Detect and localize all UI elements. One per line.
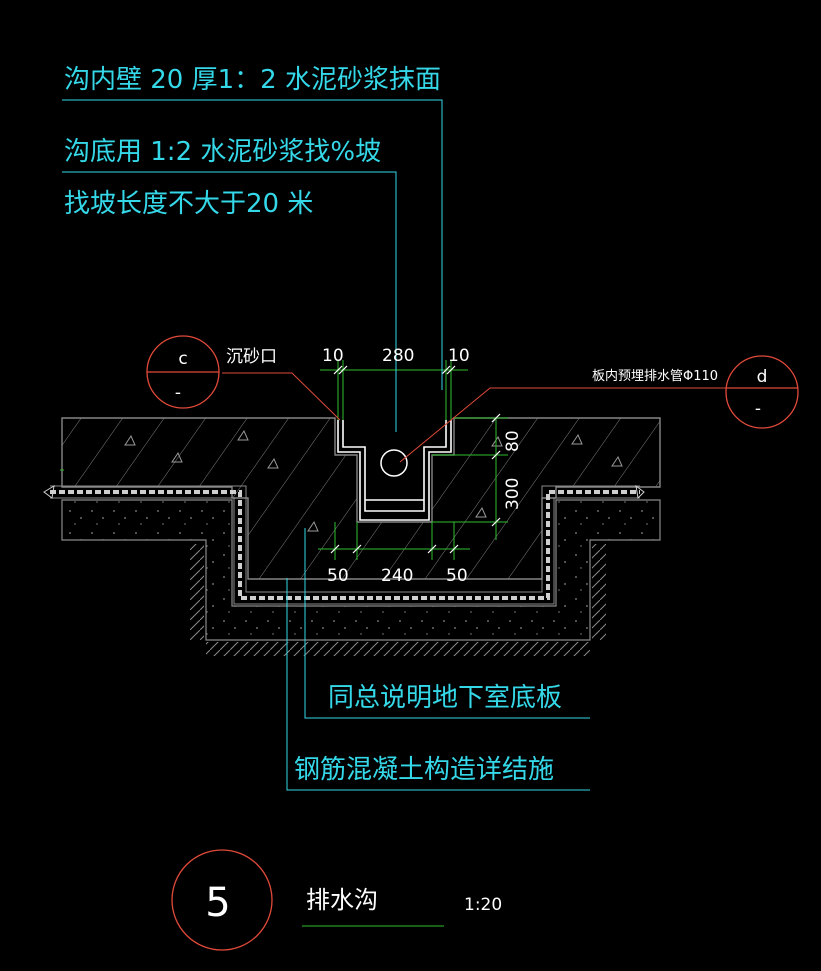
note-slab-ref: 同总说明地下室底板 [328,683,562,713]
dim-top-left: 10 [322,346,344,366]
earth-hatch [62,539,660,656]
dimension-lines [60,360,508,560]
note-bottom-finish: 沟底用 1:2 水泥砂浆找%坡 [64,137,381,167]
note-slope-length: 找坡长度不大于20 米 [64,189,313,219]
waterproof-layer [43,484,645,605]
note-wall-finish: 沟内壁 20 厚1：2 水泥砂浆抹面 [64,65,441,95]
concrete-slab [61,417,661,580]
callout-leaders [222,372,726,463]
section-callout-left: c - [146,335,220,409]
dim-bottom-left: 50 [327,566,349,586]
dim-top-mid: 280 [382,346,414,366]
dim-bottom-right: 50 [446,566,468,586]
dim-bottom-mid: 240 [381,566,413,586]
callout-left-top: c [178,349,187,369]
detail-number: 5 [205,880,230,926]
trench-lining [337,420,452,521]
callout-left-bottom: - [175,383,181,403]
note-rc-ref: 钢筋混凝土构造详结施 [294,755,554,785]
label-sand-trap: 沉砂口 [226,347,277,367]
detail-scale: 1:20 [464,895,502,915]
label-pipe: 板内预埋排水管Φ110 [592,368,718,384]
dim-right-bottom: 300 [503,478,523,510]
dim-right-top: 80 [503,430,523,452]
title-block: 5 排水沟 1:20 [171,849,502,951]
section-callout-right: d - [725,355,799,429]
callout-right-bottom: - [755,399,761,419]
dim-top-right: 10 [448,346,470,366]
callout-right-top: d [757,367,768,387]
note-leaders [62,99,590,791]
embedded-pipe-icon [380,449,408,477]
detail-name: 排水沟 [306,886,378,914]
